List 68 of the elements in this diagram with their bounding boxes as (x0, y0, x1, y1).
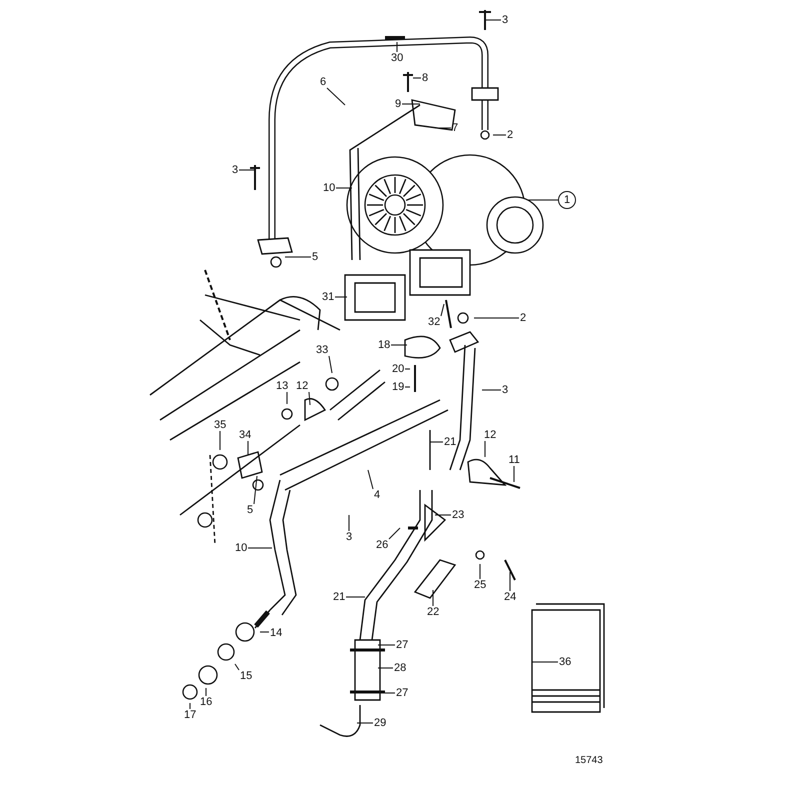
callout-number: 12 (295, 380, 310, 392)
leader-line (254, 476, 258, 504)
leader-line (308, 392, 310, 406)
callout-number: 11 (508, 454, 521, 466)
callout-number: 9 (394, 98, 402, 110)
callout-number: 10 (322, 182, 336, 194)
callout-number: 4 (373, 489, 382, 501)
leader-line (390, 344, 408, 346)
callout-number: 35 (213, 419, 228, 431)
leader-line (286, 392, 288, 404)
leader-line (326, 88, 346, 106)
callout-number: 25 (473, 579, 488, 591)
callout-number: 34 (238, 429, 252, 441)
callout-number: 19 (391, 381, 406, 393)
callout-number: 8 (421, 72, 430, 84)
leader-line (484, 440, 486, 458)
callout-number: 36 (558, 656, 572, 668)
callout-number: 28 (393, 662, 408, 674)
leader-line (368, 470, 374, 490)
callout-number: 20 (391, 363, 406, 375)
leader-line (234, 664, 240, 670)
callout-number: 16 (199, 696, 214, 708)
callout-number: 29 (373, 717, 388, 729)
callout-number: 33 (315, 344, 330, 356)
callout-number: 15 (239, 670, 254, 682)
callout-number: 18 (377, 339, 392, 351)
callout-number: 3 (345, 531, 354, 543)
leader-line (492, 134, 506, 136)
leader-line (440, 304, 444, 316)
leader-line (404, 386, 410, 388)
callout-number: 3 (501, 14, 510, 26)
callout-number: 5 (311, 251, 320, 263)
callout-number: 17 (183, 709, 198, 721)
leader-line (334, 296, 348, 298)
callout-number: 2 (506, 129, 514, 141)
callout-number: 3 (231, 164, 240, 176)
callout-number: 3 (501, 384, 510, 396)
callout-number: 5 (246, 504, 254, 516)
callout-number: 26 (375, 539, 390, 551)
leader-line (284, 256, 312, 258)
callout-number: 10 (234, 542, 248, 554)
leader-line (378, 644, 396, 646)
leader-line (348, 514, 350, 532)
leader-line (388, 528, 400, 540)
callout-number: 23 (451, 509, 466, 521)
callout-number: 27 (395, 639, 410, 651)
callout-number: 2 (519, 312, 528, 324)
callout-number: 27 (395, 687, 410, 699)
leader-line (404, 368, 410, 370)
callout-number: 31 (321, 291, 336, 303)
leader-line (356, 722, 374, 724)
callout-number: 14 (269, 627, 284, 639)
callout-number: 21 (443, 436, 458, 448)
callout-number: 21 (332, 591, 346, 603)
callout-number: 6 (319, 76, 328, 88)
leader-line (396, 42, 398, 52)
callout-number: 32 (427, 316, 442, 328)
callout-number: 30 (390, 52, 404, 64)
callout-number: 24 (503, 591, 518, 603)
callout-number: 1 (558, 191, 576, 209)
leader-line (432, 590, 434, 606)
callout-number: 22 (426, 606, 440, 618)
callout-number: 13 (275, 380, 290, 392)
leader-line (346, 596, 366, 598)
leader-line (328, 356, 332, 374)
leader-line (434, 514, 452, 516)
drawing-number: 15743 (575, 755, 603, 766)
callout-number: 12 (483, 429, 498, 441)
